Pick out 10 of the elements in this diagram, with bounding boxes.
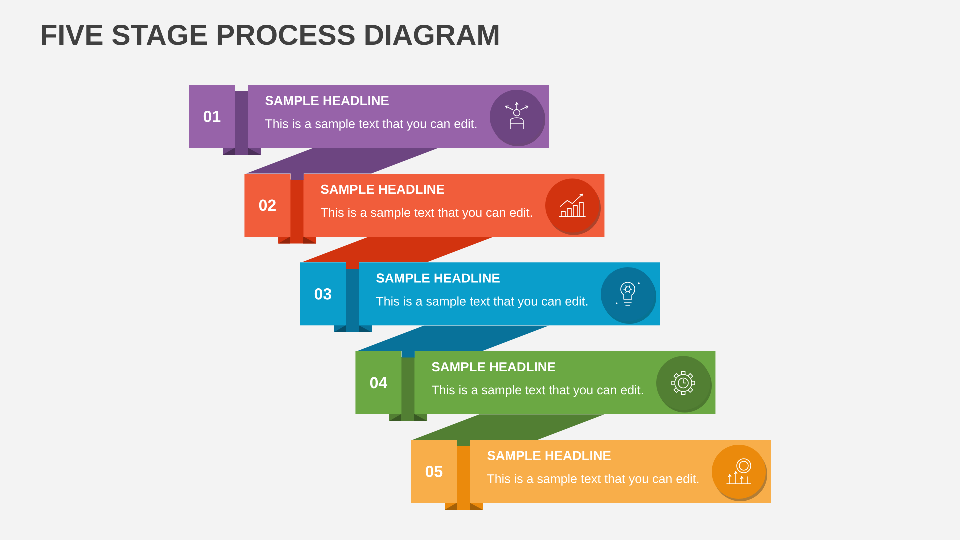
- number-tab: 02: [244, 174, 291, 237]
- title: FIVE STAGE PROCESS DIAGRAM: [42, 25, 499, 46]
- number-tab: 01: [189, 85, 236, 148]
- ribbon-band: [413, 414, 604, 446]
- ribbon-band: [302, 237, 494, 269]
- number-tab: 04: [356, 351, 402, 414]
- ribbon-band: [358, 326, 549, 358]
- ribbon-band: [246, 148, 438, 180]
- number-tab: 05: [411, 440, 458, 504]
- number-tab: 03: [300, 262, 346, 326]
